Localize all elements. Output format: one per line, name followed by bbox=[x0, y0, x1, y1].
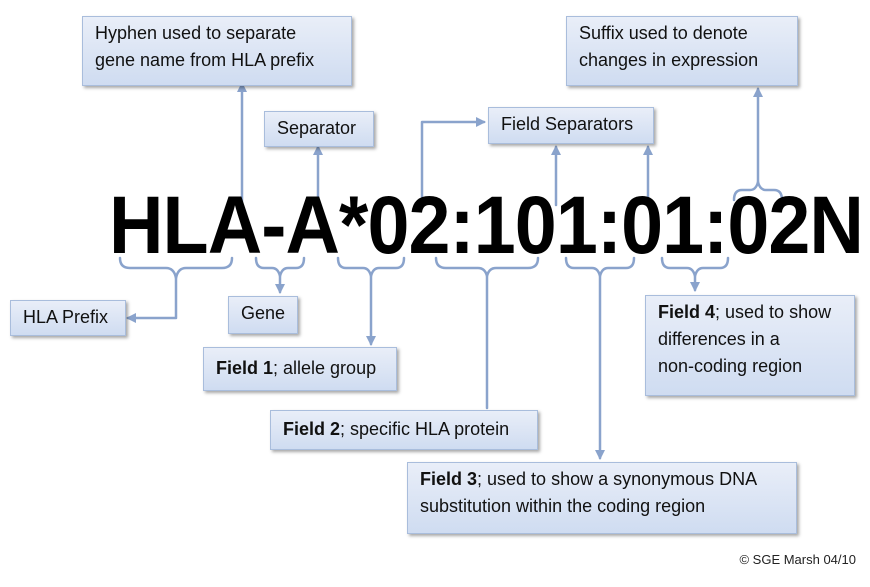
label-hyphen-line2: gene name from HLA prefix bbox=[95, 50, 315, 70]
label-field1: Field 1; allele group bbox=[203, 347, 397, 391]
label-separator: Separator bbox=[264, 111, 374, 147]
label-field2-bold: Field 2 bbox=[283, 419, 341, 439]
label-field2: Field 2; specific HLA protein bbox=[270, 410, 538, 450]
label-gene-text: Gene bbox=[241, 303, 286, 323]
label-field4-line2: differences in a bbox=[658, 329, 780, 349]
label-field4-rest: ; used to show bbox=[715, 302, 832, 322]
allele-name: HLA-A*02:101:01:02N bbox=[109, 180, 864, 271]
label-suffix-line2: changes in expression bbox=[579, 50, 759, 70]
label-field3-line2: substitution within the coding region bbox=[420, 496, 706, 516]
label-field3-line1: Field 3; used to show a synonymous DNA bbox=[420, 466, 784, 493]
label-field4: Field 4; used to show differences in a n… bbox=[645, 295, 855, 396]
label-suffix: Suffix used to denote changes in express… bbox=[566, 16, 798, 86]
label-field4-bold: Field 4 bbox=[658, 302, 716, 322]
arrow-hla-prefix bbox=[126, 276, 178, 323]
label-field-separators: Field Separators bbox=[488, 107, 654, 144]
label-field4-line3: non-coding region bbox=[658, 356, 803, 376]
label-field1-bold: Field 1 bbox=[216, 358, 274, 378]
label-field3-bold: Field 3 bbox=[420, 469, 478, 489]
label-field2-rest: ; specific HLA protein bbox=[340, 419, 510, 439]
label-gene: Gene bbox=[228, 296, 298, 334]
label-hyphen-line1: Hyphen used to separate bbox=[95, 23, 297, 43]
label-field4-line1: Field 4; used to show bbox=[658, 299, 842, 326]
label-field3: Field 3; used to show a synonymous DNA s… bbox=[407, 462, 797, 534]
label-suffix-line1: Suffix used to denote bbox=[579, 23, 748, 43]
label-field-separators-text: Field Separators bbox=[501, 114, 634, 134]
label-hla-prefix-text: HLA Prefix bbox=[23, 307, 109, 327]
copyright-text: © SGE Marsh 04/10 bbox=[739, 552, 856, 567]
arrow-field-sep-1 bbox=[420, 117, 486, 207]
label-hla-prefix: HLA Prefix bbox=[10, 300, 126, 336]
label-field3-rest: ; used to show a synonymous DNA bbox=[477, 469, 758, 489]
label-separator-text: Separator bbox=[277, 118, 357, 138]
label-field1-rest: ; allele group bbox=[273, 358, 377, 378]
label-hyphen: Hyphen used to separate gene name from H… bbox=[82, 16, 352, 86]
